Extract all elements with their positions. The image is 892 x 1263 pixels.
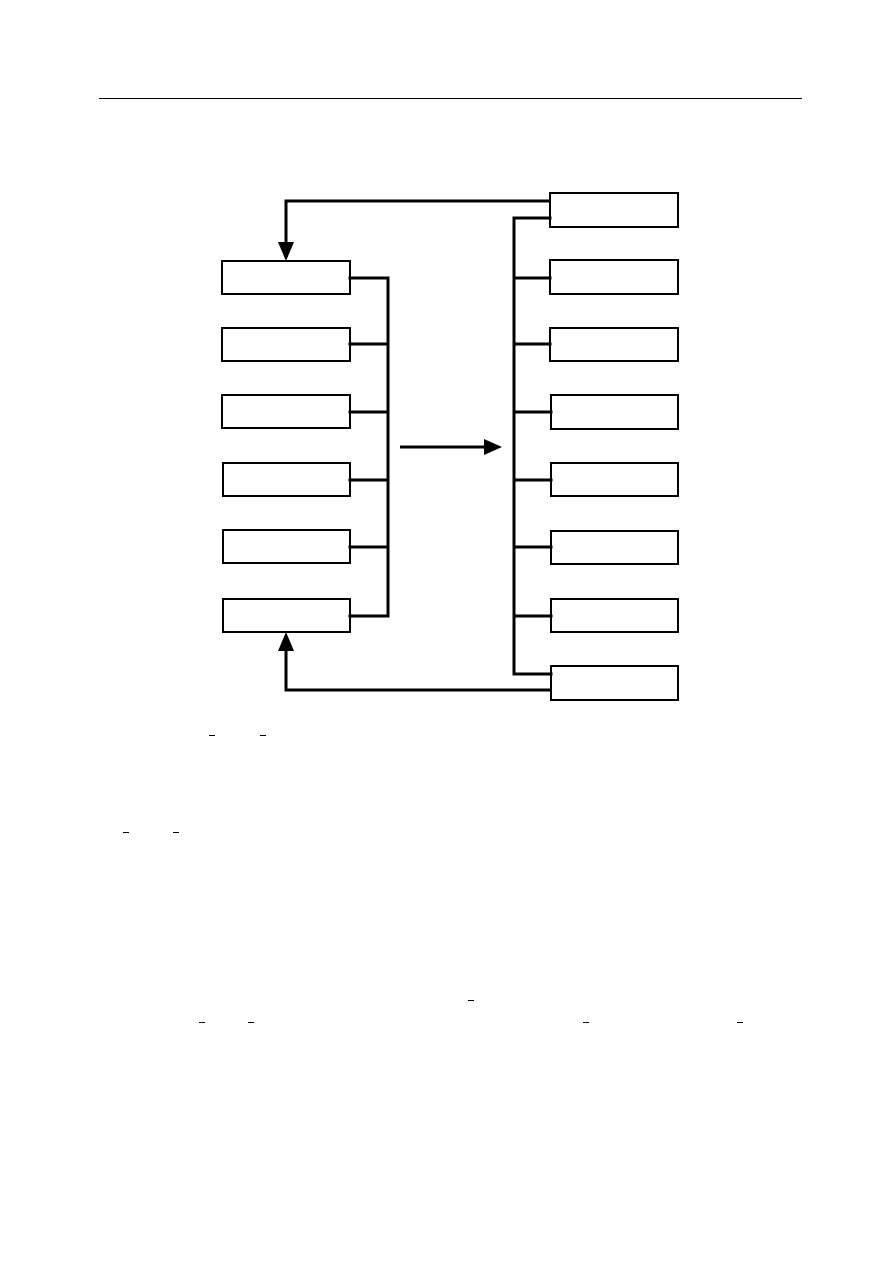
right-box-7 bbox=[550, 598, 679, 633]
right-box-3 bbox=[549, 327, 679, 362]
stray-tick-5 bbox=[468, 1000, 474, 1001]
stray-tick-1 bbox=[209, 735, 215, 736]
left-box-3 bbox=[221, 394, 351, 429]
stray-tick-4 bbox=[173, 832, 179, 833]
top-feedback-arrow bbox=[278, 199, 550, 261]
right-bus bbox=[512, 216, 553, 676]
right-box-6 bbox=[550, 530, 679, 565]
bottom-feedback-arrow bbox=[278, 632, 551, 692]
stray-tick-6 bbox=[199, 1022, 205, 1023]
left-box-6 bbox=[222, 598, 351, 633]
right-box-1 bbox=[549, 192, 679, 228]
stray-tick-7 bbox=[248, 1022, 254, 1023]
stray-tick-9 bbox=[737, 1022, 743, 1023]
stray-tick-8 bbox=[583, 1022, 589, 1023]
transfer-arrow bbox=[400, 439, 502, 455]
left-box-1 bbox=[221, 260, 351, 295]
stray-tick-3 bbox=[123, 832, 129, 833]
left-bus bbox=[348, 276, 390, 618]
right-box-2 bbox=[549, 259, 679, 295]
right-box-4 bbox=[550, 394, 679, 430]
right-box-5 bbox=[550, 462, 679, 497]
stray-tick-2 bbox=[260, 735, 266, 736]
left-box-5 bbox=[222, 529, 351, 564]
right-box-8 bbox=[550, 665, 679, 701]
left-box-2 bbox=[221, 327, 351, 362]
left-box-4 bbox=[222, 462, 351, 497]
page-header-rule bbox=[99, 98, 802, 99]
